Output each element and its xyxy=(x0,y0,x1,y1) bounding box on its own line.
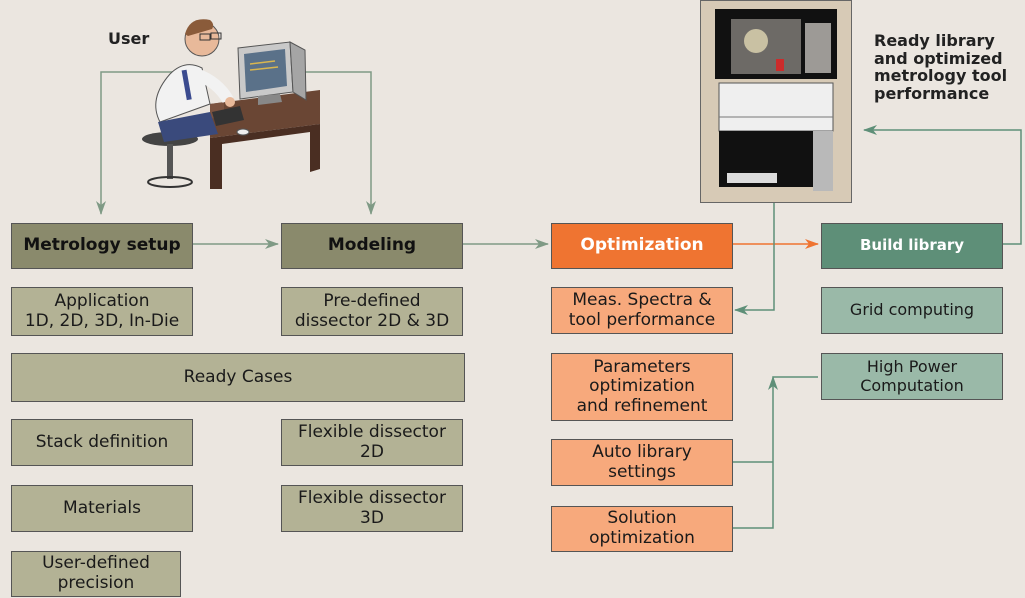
optimization-label: Optimization xyxy=(580,235,704,256)
library-to-tool-arrow xyxy=(863,125,1022,245)
stack-definition-box[interactable]: Stack definition xyxy=(11,419,193,466)
user-defined-precision-box[interactable]: User-defined precision xyxy=(11,551,181,597)
optimization-header[interactable]: Optimization xyxy=(551,223,733,269)
modeling-header[interactable]: Modeling xyxy=(281,223,463,269)
ready-cases-box[interactable]: Ready Cases xyxy=(11,353,465,402)
metrology-tool-image xyxy=(700,0,852,203)
user-at-computer-illustration xyxy=(142,19,320,189)
user-label: User xyxy=(108,29,150,48)
flexible-dissector-3d-box[interactable]: Flexible dissector 3D xyxy=(281,485,463,532)
solution-optimization-box[interactable]: Solution optimization xyxy=(551,506,733,552)
application-box[interactable]: Application 1D, 2D, 3D, In-Die xyxy=(11,287,193,336)
user-to-metrology-arrow xyxy=(96,71,195,215)
optimization-to-hpc-bracket xyxy=(733,376,818,529)
build-library-header[interactable]: Build library xyxy=(821,223,1003,269)
materials-box[interactable]: Materials xyxy=(11,485,193,532)
ready-library-label: Ready library and optimized metrology to… xyxy=(874,31,1008,103)
metrology-setup-header[interactable]: Metrology setup xyxy=(11,223,193,269)
modeling-label: Modeling xyxy=(327,235,417,256)
flexible-dissector-2d-box[interactable]: Flexible dissector 2D xyxy=(281,419,463,466)
build-library-label: Build library xyxy=(859,236,965,255)
auto-library-settings-box[interactable]: Auto library settings xyxy=(551,439,733,486)
tool-to-spectra-arrow xyxy=(734,203,775,315)
meas-spectra-box[interactable]: Meas. Spectra & tool performance xyxy=(551,287,733,334)
high-power-computation-box[interactable]: High Power Computation xyxy=(821,353,1003,400)
metrology-setup-label: Metrology setup xyxy=(23,235,181,256)
predefined-dissector-box[interactable]: Pre-defined dissector 2D & 3D xyxy=(281,287,463,336)
parameters-optimization-box[interactable]: Parameters optimization and refinement xyxy=(551,353,733,421)
grid-computing-box[interactable]: Grid computing xyxy=(821,287,1003,334)
